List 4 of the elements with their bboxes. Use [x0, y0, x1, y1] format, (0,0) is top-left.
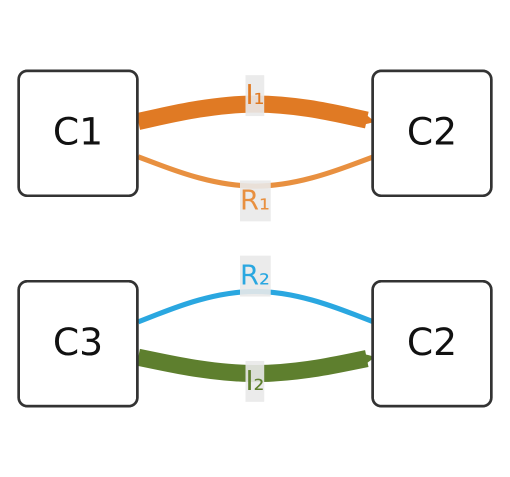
edge-label: R₁: [240, 184, 270, 216]
edge-label: R₂: [240, 259, 270, 292]
edge-label: I₁: [245, 78, 265, 112]
edge-label: I₂: [245, 364, 265, 397]
